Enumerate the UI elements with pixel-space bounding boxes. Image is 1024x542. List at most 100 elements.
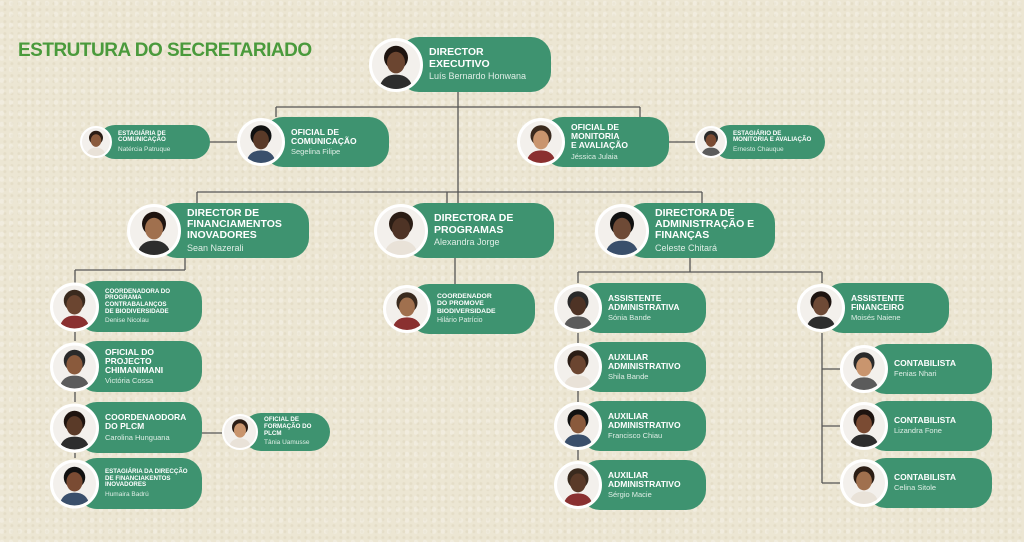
role-title: ESTAGIÁRIO DE MONITORIA E AVALIAÇÃO: [733, 129, 812, 144]
role-title: ESTAGIÁRIA DE COMUNICAÇÃO: [118, 129, 166, 144]
person-photo: [222, 414, 258, 450]
person-name: Alexandra Jorge: [434, 236, 500, 247]
person-name: Carolina Hunguana: [105, 432, 170, 442]
org-node-estagiaria-comunicacao: ESTAGIÁRIA DE COMUNICAÇÃO Natércia Patruq…: [80, 125, 210, 159]
role-title: AUXILIAR ADMINISTRATIVO: [608, 469, 681, 489]
person-name: Lizandra Fone: [894, 426, 942, 436]
person-photo: [50, 342, 99, 391]
role-title: AUXILIAR ADMINISTRATIVO: [608, 351, 681, 371]
role-title: COORDENAODORA DO PLCM: [105, 412, 187, 432]
person-name: Natércia Patruque: [118, 146, 171, 154]
person-name: Fenias Nhari: [894, 369, 937, 379]
role-title: DIRECTORA DE ADMINISTRAÇÃO E FINANÇAS: [655, 206, 755, 242]
role-title: ASSISTENTE ADMINISTRATIVA: [608, 292, 680, 312]
role-box: ESTAGIÁRIA DA DIRECÇÃO DE FINANCIAKENTOS…: [77, 458, 202, 509]
person-photo: [50, 403, 99, 452]
role-title: ESTAGIÁRIA DA DIRECÇÃO DE FINANCIAKENTOS…: [105, 467, 188, 489]
person-photo: [374, 203, 428, 258]
person-photo: [797, 284, 845, 332]
person-photo: [80, 126, 112, 158]
person-name: Humaira Badrú: [105, 490, 149, 498]
person-photo: [369, 37, 423, 92]
person-name: Segelina Filipe: [291, 147, 341, 157]
person-name: Shila Bande: [608, 372, 649, 382]
person-photo: [595, 203, 649, 258]
person-photo: [50, 282, 99, 331]
person-photo: [554, 343, 602, 391]
role-title: OFICIAL DE COMUNICAÇÃO: [291, 126, 357, 146]
role-title: ASSISTENTE FINANCEIRO: [851, 292, 905, 312]
person-photo: [237, 118, 285, 166]
role-box: ESTAGIÁRIO DE MONITORIA E AVALIAÇÃO Ernes…: [713, 125, 825, 159]
person-photo: [554, 402, 602, 450]
person-name: Jéssica Julaia: [571, 151, 618, 161]
person-photo: [50, 459, 99, 508]
person-photo: [127, 203, 181, 258]
person-photo: [554, 284, 602, 332]
person-name: Celeste Chitará: [655, 242, 718, 253]
person-name: Francisco Chiau: [608, 431, 663, 441]
person-photo: [517, 118, 565, 166]
page-title: ESTRUTURA DO SECRETARIADO: [18, 40, 312, 61]
person-photo: [840, 459, 888, 507]
role-title: DIRECTOR EXECUTIVO: [429, 46, 490, 70]
role-title: CONTABILISTA: [894, 358, 957, 369]
person-name: Luís Bernardo Honwana: [429, 70, 527, 81]
role-title: CONTABILISTA: [894, 415, 957, 426]
person-name: Ernesto Chauque: [733, 146, 784, 154]
person-photo: [840, 402, 888, 450]
role-title: CONTABILISTA: [894, 472, 957, 483]
role-title: OFICIAL DO PROJECTO CHIMANIMANI: [105, 346, 164, 375]
person-name: Sónia Bande: [608, 313, 651, 323]
role-title: DIRECTOR DE FINANCIAMENTOS INOVADORES: [187, 206, 282, 242]
role-box: ESTAGIÁRIA DE COMUNICAÇÃO Natércia Patruq…: [98, 125, 210, 159]
org-node-estagiario-monitoria: ESTAGIÁRIO DE MONITORIA E AVALIAÇÃO Ernes…: [695, 125, 825, 159]
role-title: COORDENADOR DO PROMOVE BIODIVERSIDADE: [437, 293, 496, 315]
org-node-coordenadora-contrabalancos: COORDENADORA DO PROGRAMA CONTRABALANÇOS …: [50, 281, 202, 332]
org-node-oficial-formacao-plcm: OFICIAL DE FORMAÇÃO DO PLCM Tânia Uamusse: [222, 413, 330, 451]
person-photo: [840, 345, 888, 393]
person-name: Denise Nicolau: [105, 317, 149, 325]
person-photo: [695, 126, 727, 158]
org-node-coordenador-promove: COORDENADOR DO PROMOVE BIODIVERSIDADE Hil…: [383, 284, 535, 334]
role-title: OFICIAL DE MONITORIA E AVALIAÇÃO: [571, 122, 628, 151]
role-title: DIRECTORA DE PROGRAMAS: [434, 212, 514, 236]
person-name: Moisés Naiene: [851, 313, 901, 323]
person-name: Hilário Patrício: [437, 317, 483, 325]
role-title: AUXILIAR ADMINISTRATIVO: [608, 410, 681, 430]
person-name: Sean Nazerali: [187, 242, 244, 253]
person-photo: [554, 461, 602, 509]
person-photo: [383, 285, 431, 333]
person-name: Tânia Uamusse: [264, 439, 310, 447]
person-name: Victória Cossa: [105, 376, 154, 386]
role-title: OFICIAL DE FORMAÇÃO DO PLCM: [264, 416, 312, 437]
role-title: COORDENADORA DO PROGRAMA CONTRABALANÇOS …: [105, 287, 171, 315]
person-name: Sérgio Macie: [608, 490, 652, 500]
person-name: Celina Sitole: [894, 483, 937, 493]
